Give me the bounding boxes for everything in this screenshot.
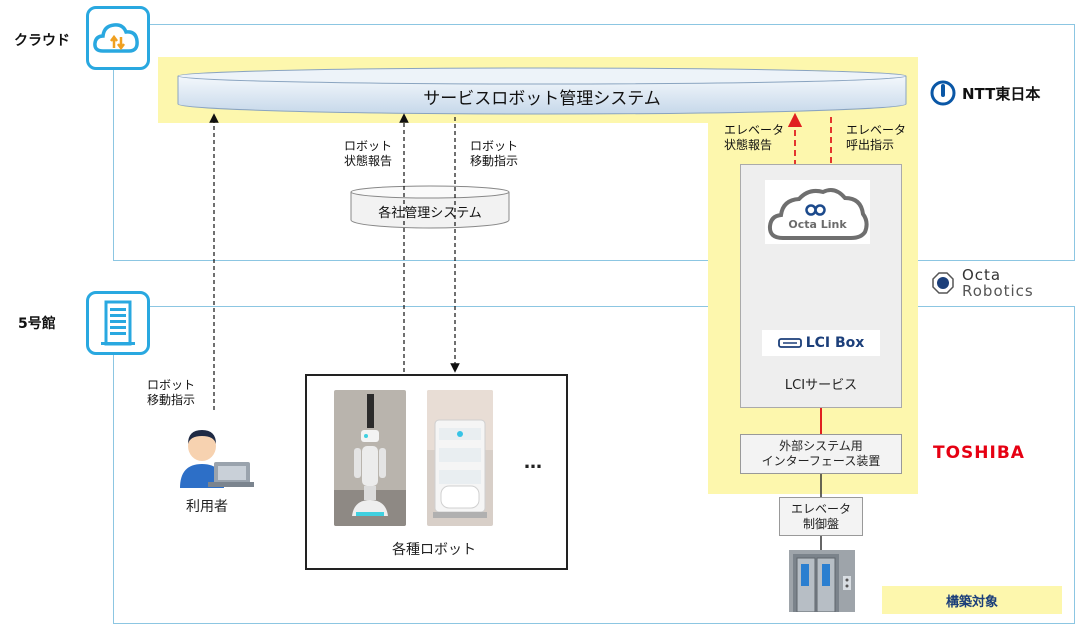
user-at-laptop-icon <box>180 430 254 488</box>
robots-label: 各種ロボット <box>392 542 476 558</box>
building-icon <box>86 291 150 355</box>
elevator-panel-line2: 制御盤 <box>802 516 839 531</box>
label-elevator-status-report-line2: 状態報告 <box>724 138 773 152</box>
lci-box-logo: LCI Box <box>762 330 880 356</box>
ntt-logo: NTT東日本 <box>930 80 1040 106</box>
label-elevator-status-report: エレベータ 状態報告 <box>724 123 784 153</box>
building-zone <box>113 306 1075 624</box>
lci-box-device-icon <box>777 338 802 348</box>
octa-robotics-line2: Robotics <box>962 282 1034 300</box>
label-robot-move-instruction-line2: 移動指示 <box>470 154 519 168</box>
cloud-zone-label: クラウド <box>14 33 70 49</box>
robots-ellipsis: … <box>524 452 542 473</box>
lci-service-label: LCIサービス <box>784 378 858 393</box>
label-robot-status-report-line1: ロボット <box>344 139 393 153</box>
octa-robotics-line1: Octa <box>962 266 1002 284</box>
ntt-logo-mark-icon <box>930 80 956 106</box>
humanoid-robot-image <box>334 390 406 526</box>
legend-build-target: 構築対象 <box>882 586 1062 614</box>
label-robot-move-instruction-line1: ロボット <box>470 139 519 153</box>
elevator-panel-box: エレベータ 制御盤 <box>779 497 863 536</box>
label-elevator-call-instruction-line2: 呼出指示 <box>846 138 895 152</box>
cloud-zone <box>113 24 1075 261</box>
label-elevator-status-report-line1: エレベータ <box>724 123 785 137</box>
label-user-move-instruction: ロボット 移動指示 <box>147 378 195 408</box>
toshiba-logo: TOSHIBA <box>933 443 1025 463</box>
interface-device-line2: インターフェース装置 <box>761 454 881 468</box>
label-user-move-instruction-line2: 移動指示 <box>147 393 196 407</box>
label-robot-move-instruction: ロボット 移動指示 <box>470 139 518 169</box>
interface-device-line1: 外部システム用 <box>779 439 863 453</box>
label-robot-status-report-line2: 状態報告 <box>344 154 393 168</box>
octa-robotics-logo: Octa Robotics <box>932 267 1034 299</box>
elevator-icon <box>789 550 855 612</box>
building-zone-label: 5号館 <box>18 316 56 332</box>
interface-device-box: 外部システム用 インターフェース装置 <box>740 434 902 474</box>
user-label: 利用者 <box>186 499 228 515</box>
label-robot-status-report: ロボット 状態報告 <box>344 139 392 169</box>
label-elevator-call-instruction-line1: エレベータ <box>846 123 907 137</box>
cloud-icon <box>86 6 150 70</box>
octa-link-logo-text: Octa Link <box>788 218 847 231</box>
company-system-cylinder <box>350 185 510 229</box>
label-user-move-instruction-line1: ロボット <box>147 378 196 392</box>
ntt-logo-text: NTT東日本 <box>962 84 1041 103</box>
lci-box-logo-text: LCI Box <box>805 335 865 351</box>
delivery-robot-image <box>427 390 493 526</box>
octa-link-logo: Octa Link <box>765 180 870 244</box>
label-elevator-call-instruction: エレベータ 呼出指示 <box>846 123 906 153</box>
service-robot-system-title: サービスロボット管理システム <box>423 88 661 109</box>
elevator-panel-line1: エレベータ <box>790 501 851 516</box>
service-robot-system-cylinder <box>177 67 907 115</box>
octa-robotics-mark-icon <box>932 272 954 294</box>
